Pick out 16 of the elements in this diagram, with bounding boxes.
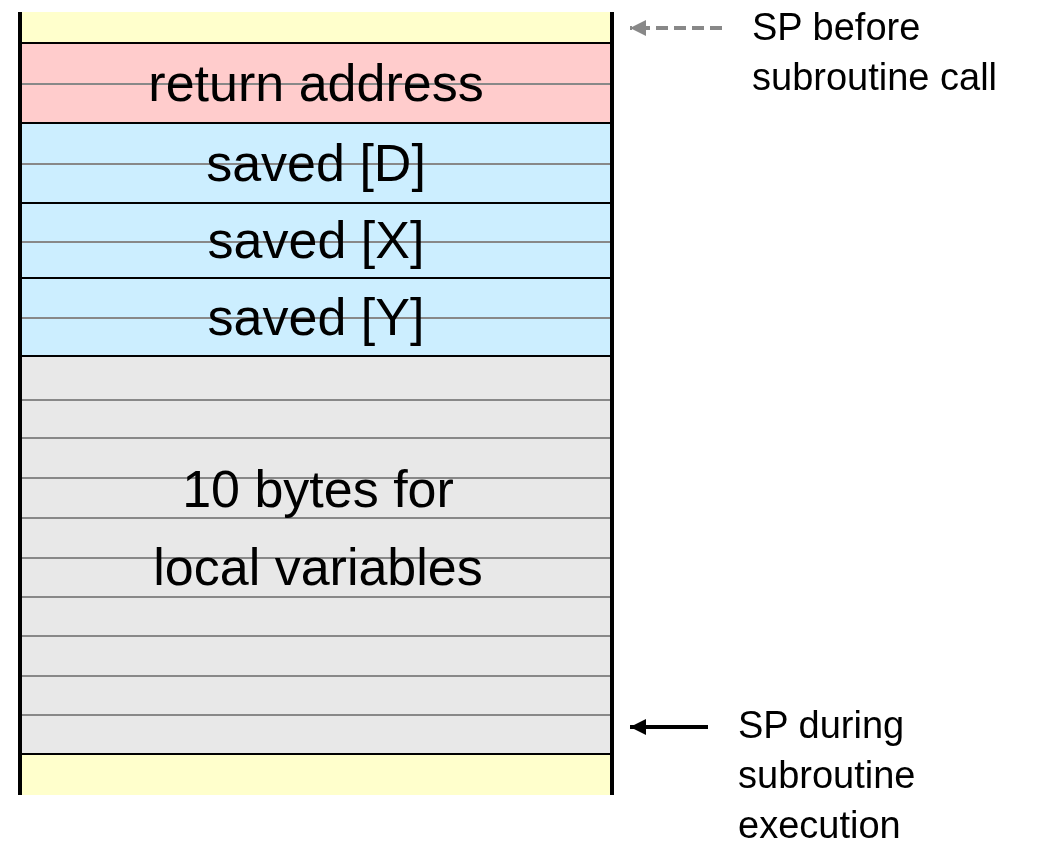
- stack-slot: [18, 124, 614, 204]
- slot-label: saved [D]: [205, 133, 427, 194]
- stack-slot: [18, 204, 614, 279]
- stack-slot: [18, 755, 614, 795]
- slot-label: saved [X]: [206, 210, 426, 271]
- pointer-arrow: [630, 719, 708, 735]
- pointer-arrow: [630, 20, 722, 36]
- pointer-label: SP before subroutine call: [752, 2, 1038, 102]
- stack-slot: [18, 44, 614, 124]
- stack-slot: [18, 12, 614, 44]
- slot-label: 10 bytes for local variables: [153, 459, 483, 598]
- slot-label: return address: [147, 53, 485, 114]
- stack-slot: [18, 357, 614, 755]
- stack-slot: [18, 279, 614, 357]
- slot-label: saved [Y]: [206, 287, 426, 348]
- pointer-label: SP during subroutine execution: [738, 700, 978, 850]
